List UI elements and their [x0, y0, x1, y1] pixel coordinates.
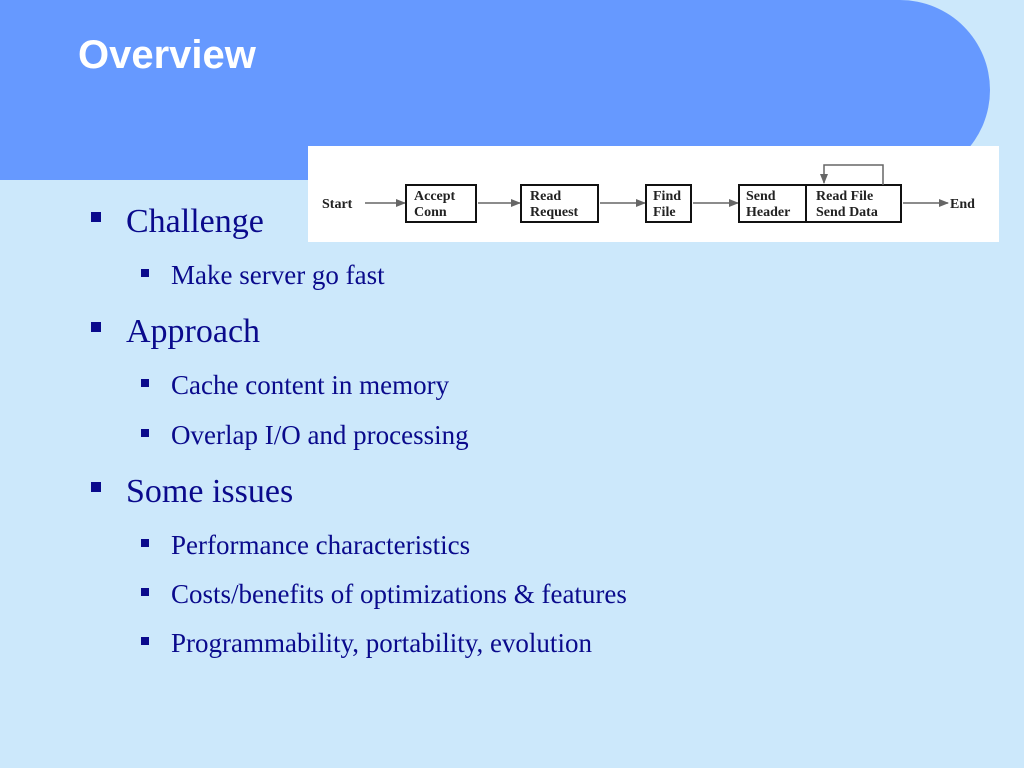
sub-bullet-marker [141, 637, 149, 645]
sub-bullet-marker [141, 539, 149, 547]
sub-bullet-marker [141, 588, 149, 596]
step-accept-line2: Conn [414, 205, 447, 220]
sub-bullet-programmability: Programmability, portability, evolution [171, 628, 592, 658]
step-accept-line1: Accept [414, 189, 456, 204]
pipeline-diagram: Start Accept Conn Read Request Find File… [308, 146, 999, 242]
step-send-line1: Send [746, 189, 776, 204]
bullet-challenge: Challenge [126, 203, 264, 240]
sub-bullet-marker [141, 379, 149, 387]
sub-bullet-costs-benefits: Costs/benefits of optimizations & featur… [171, 579, 627, 609]
slide-title: Overview [78, 33, 256, 77]
sub-bullet-marker [141, 429, 149, 437]
sub-bullet-marker [141, 269, 149, 277]
step-read-request-box [520, 184, 599, 223]
step-send-header-box [738, 184, 807, 223]
sub-bullet-make-server-fast: Make server go fast [171, 260, 385, 290]
step-read-line2: Request [530, 205, 579, 220]
step-send-line2: Header [746, 205, 790, 220]
step-accept-conn-box [405, 184, 477, 223]
bullet-marker [91, 482, 101, 492]
bullet-marker [91, 322, 101, 332]
bullet-some-issues: Some issues [126, 473, 294, 510]
diagram-end-label: End [950, 197, 975, 212]
step-find-line1: Find [653, 189, 681, 204]
step-find-file-box [645, 184, 692, 223]
diagram-start-label: Start [322, 197, 353, 212]
step-readfile-line1: Read File [816, 189, 873, 204]
sub-bullet-overlap-io: Overlap I/O and processing [171, 420, 469, 450]
step-readfile-line2: Send Data [816, 205, 878, 220]
step-find-line2: File [653, 205, 676, 220]
loop-arrow [820, 164, 884, 185]
sub-bullet-performance: Performance characteristics [171, 530, 471, 560]
sub-bullet-cache-content: Cache content in memory [171, 370, 450, 400]
bullet-approach: Approach [126, 313, 261, 350]
bullet-marker [91, 212, 101, 222]
step-read-line1: Read [530, 189, 561, 204]
step-read-file-send-data-box [805, 184, 902, 223]
pipeline-diagram-svg: Start Accept Conn Read Request Find File… [322, 164, 975, 223]
